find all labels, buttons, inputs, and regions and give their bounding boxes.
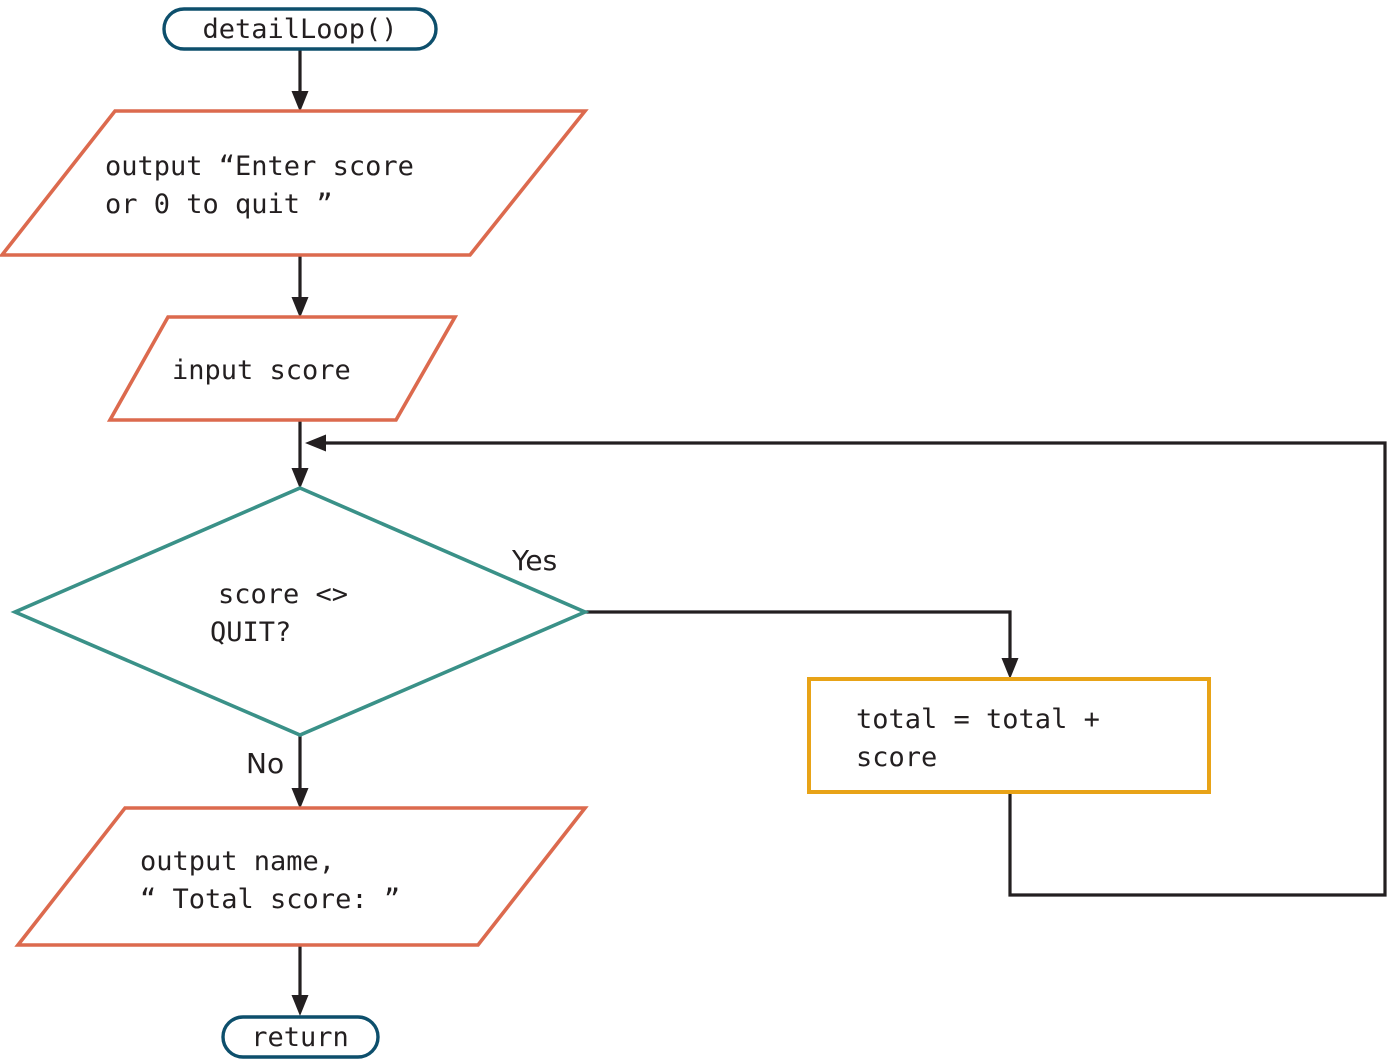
input-score-label: input score xyxy=(172,355,351,386)
decision-shape xyxy=(10,486,590,737)
node-start-terminal[interactable]: detailLoop() xyxy=(162,7,438,51)
node-input-score[interactable]: input score xyxy=(106,315,459,422)
edge-label-no: No xyxy=(246,747,284,780)
node-return-terminal[interactable]: return xyxy=(221,1015,380,1059)
edge-output-total-to-return xyxy=(291,945,309,1016)
output-prompt-shape xyxy=(0,109,589,257)
input-score-shape xyxy=(106,315,459,422)
output-total-line1: output name, xyxy=(140,846,335,877)
node-output-prompt[interactable]: output “Enter score or 0 to quit ” xyxy=(0,109,589,257)
process-total-shape xyxy=(807,677,1211,794)
edge-output-prompt-to-input xyxy=(291,255,309,318)
output-total-shape xyxy=(14,806,589,947)
process-total-line1: total = total + xyxy=(856,704,1100,735)
edge-input-to-decision xyxy=(291,420,309,489)
node-output-total[interactable]: output name, “ Total score: ” xyxy=(14,806,589,947)
return-terminal-shape xyxy=(221,1015,380,1059)
node-decision[interactable]: score <> QUIT? xyxy=(10,486,590,737)
output-prompt-line2: or 0 to quit ” xyxy=(105,189,333,220)
edge-label-yes: Yes xyxy=(511,544,557,577)
edge-loop-back xyxy=(305,434,1387,897)
return-terminal-label: return xyxy=(251,1022,349,1053)
edge-start-to-output-prompt xyxy=(291,49,309,112)
node-process-total[interactable]: total = total + score xyxy=(807,677,1211,794)
output-prompt-line1: output “Enter score xyxy=(105,151,414,182)
decision-line1: score <> xyxy=(218,579,348,610)
process-total-line2: score xyxy=(856,742,937,773)
start-terminal-shape xyxy=(162,7,438,51)
decision-line2: QUIT? xyxy=(210,617,291,648)
edge-yes-to-process xyxy=(585,610,1019,679)
output-total-line2: “ Total score: ” xyxy=(140,884,400,915)
edge-no-to-output-total xyxy=(291,735,309,809)
start-terminal-label: detailLoop() xyxy=(202,14,397,45)
